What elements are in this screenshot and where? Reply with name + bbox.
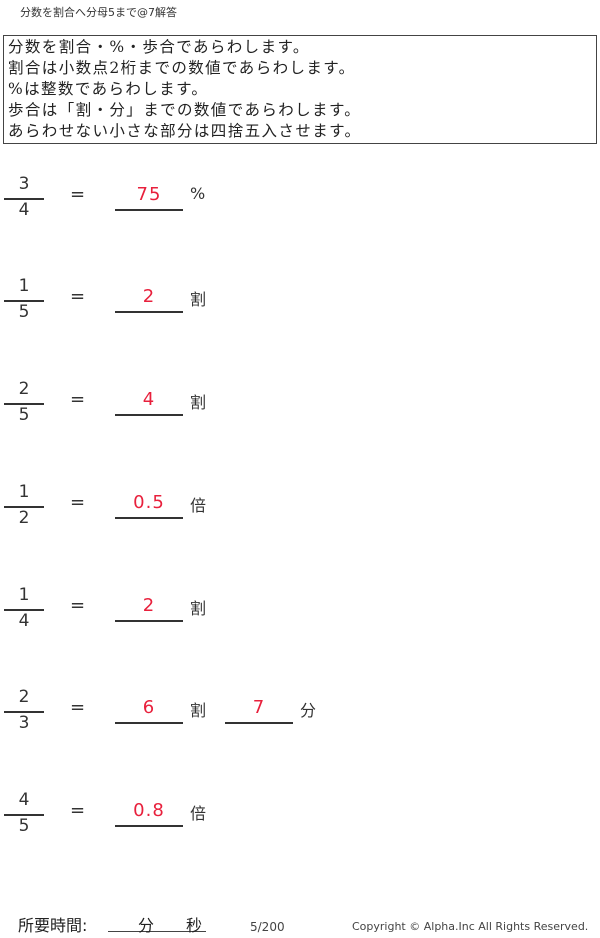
- copyright: Copyright © Alpha.Inc All Rights Reserve…: [352, 920, 589, 933]
- worksheet-title: 分数を割合へ分母5まで@7解答: [20, 6, 177, 19]
- time-underline: [108, 931, 206, 932]
- denominator: 5: [18, 302, 30, 322]
- problem-row: 2 5 = 4 割: [0, 379, 600, 451]
- fraction-bar: [4, 814, 44, 816]
- unit: %: [190, 184, 206, 203]
- answer: 4: [142, 389, 156, 410]
- equals-sign: =: [70, 184, 86, 205]
- answer-underline: [115, 517, 183, 519]
- problem-row: 4 5 = 0.8 倍: [0, 790, 600, 862]
- fraction-bar: [4, 403, 44, 405]
- equals-sign: =: [70, 492, 86, 513]
- unit: 割: [190, 701, 207, 720]
- answer: 6: [142, 697, 156, 718]
- numerator: 3: [18, 174, 30, 194]
- time-label: 所要時間:: [18, 916, 88, 935]
- numerator: 1: [18, 585, 30, 605]
- answer: 75: [136, 184, 162, 205]
- answer: 2: [142, 286, 156, 307]
- unit: 倍: [190, 804, 207, 823]
- denominator: 4: [18, 200, 30, 220]
- answer: 0.5: [133, 492, 165, 513]
- answer: 2: [142, 595, 156, 616]
- equals-sign: =: [70, 286, 86, 307]
- answer-underline: [115, 414, 183, 416]
- equals-sign: =: [70, 697, 86, 718]
- numerator: 1: [18, 276, 30, 296]
- answer-underline: [115, 209, 183, 211]
- denominator: 5: [18, 816, 30, 836]
- unit: 割: [190, 393, 207, 412]
- problem-row: 3 4 = 75 %: [0, 174, 600, 246]
- numerator: 4: [18, 790, 30, 810]
- problem-row: 2 3 = 6 割 7 分: [0, 687, 600, 759]
- instruction-line: %は整数であらわします。: [8, 80, 209, 98]
- denominator: 5: [18, 405, 30, 425]
- seconds-label: 秒: [186, 916, 203, 935]
- minutes-label: 分: [138, 916, 155, 935]
- denominator: 2: [18, 508, 30, 528]
- instruction-line: 割合は小数点2桁までの数値であらわします。: [8, 59, 356, 77]
- equals-sign: =: [70, 800, 86, 821]
- instruction-line: 分数を割合・%・歩合であらわします。: [8, 38, 310, 56]
- numerator: 2: [18, 379, 30, 399]
- answer-2: 7: [252, 697, 266, 718]
- instruction-line: あらわせない小さな部分は四捨五入させます。: [8, 122, 362, 140]
- answer-underline: [115, 722, 183, 724]
- unit-2: 分: [300, 701, 317, 720]
- instruction-line: 歩合は「割・分」までの数値であらわします。: [8, 101, 362, 119]
- answer-underline: [115, 620, 183, 622]
- unit: 割: [190, 599, 207, 618]
- fraction-bar: [4, 711, 44, 713]
- problem-row: 1 4 = 2 割: [0, 585, 600, 657]
- fraction-bar: [4, 609, 44, 611]
- answer-underline: [115, 311, 183, 313]
- answer: 0.8: [133, 800, 165, 821]
- page-number: 5/200: [250, 920, 285, 934]
- equals-sign: =: [70, 595, 86, 616]
- answer-underline: [115, 825, 183, 827]
- fraction-bar: [4, 198, 44, 200]
- answer-2-underline: [225, 722, 293, 724]
- fraction-bar: [4, 506, 44, 508]
- unit: 割: [190, 290, 207, 309]
- problem-row: 1 2 = 0.5 倍: [0, 482, 600, 554]
- equals-sign: =: [70, 389, 86, 410]
- instructions-box: 分数を割合・%・歩合であらわします。 割合は小数点2桁までの数値であらわします。…: [3, 35, 597, 144]
- denominator: 4: [18, 611, 30, 631]
- fraction-bar: [4, 300, 44, 302]
- denominator: 3: [18, 713, 30, 733]
- problem-row: 1 5 = 2 割: [0, 276, 600, 348]
- unit: 倍: [190, 496, 207, 515]
- numerator: 1: [18, 482, 30, 502]
- numerator: 2: [18, 687, 30, 707]
